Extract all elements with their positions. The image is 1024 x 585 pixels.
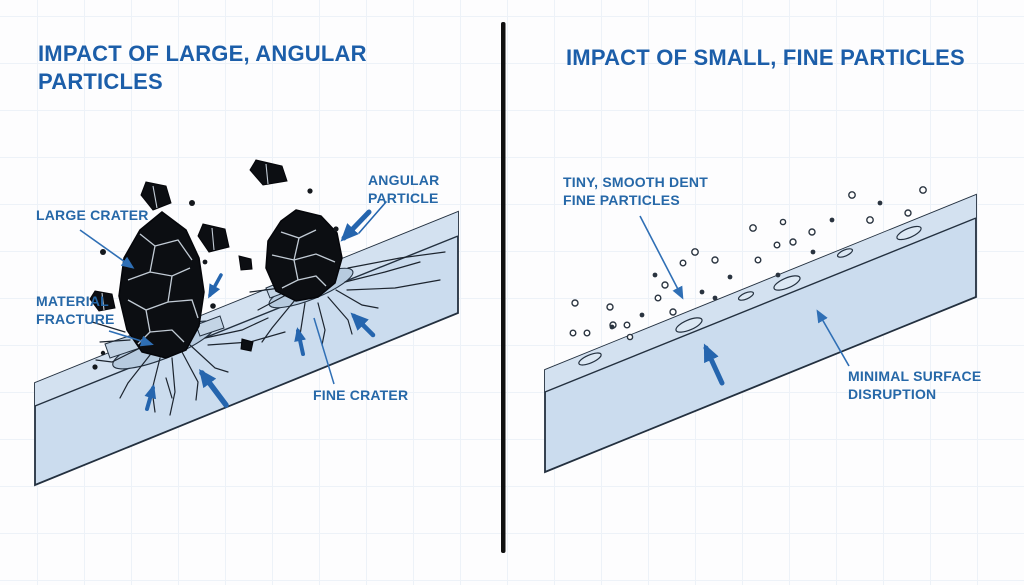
right-slab bbox=[544, 193, 977, 474]
label-tiny-smooth-dent: TINY, SMOOTH DENT FINE PARTICLES bbox=[563, 174, 708, 209]
panel-divider bbox=[501, 22, 506, 553]
left-panel-drawing bbox=[34, 159, 459, 487]
debris-fragments bbox=[89, 159, 339, 370]
fine-particles bbox=[569, 186, 927, 341]
right-panel-title: IMPACT OF SMALL, FINE PARTICLES bbox=[566, 45, 965, 70]
label-material-fracture: MATERIAL FRACTURE bbox=[36, 293, 115, 328]
right-panel-drawing bbox=[544, 186, 977, 474]
angular-particle-large bbox=[118, 211, 205, 359]
debris-dots bbox=[92, 188, 339, 370]
label-angular-particle: ANGULAR PARTICLE bbox=[368, 172, 440, 207]
impact-arrows-left bbox=[144, 201, 387, 411]
label-large-crater: LARGE CRATER bbox=[36, 207, 149, 223]
fracture-cracks bbox=[91, 251, 446, 416]
left-panel-title: IMPACT OF LARGE, ANGULAR PARTICLES bbox=[38, 41, 367, 94]
angular-particle-small bbox=[265, 209, 343, 302]
tiny-dents bbox=[578, 225, 922, 366]
impact-arrows-right bbox=[703, 343, 725, 386]
leader-lines-right bbox=[639, 215, 850, 367]
label-fine-crater: FINE CRATER bbox=[313, 387, 409, 403]
label-minimal-surface-disruption: MINIMAL SURFACE DISRUPTION bbox=[848, 368, 982, 403]
leader-lines-left bbox=[79, 229, 335, 385]
